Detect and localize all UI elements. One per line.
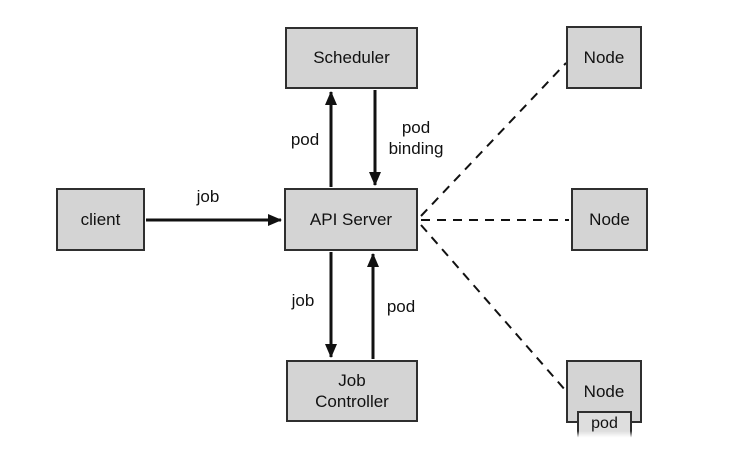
- scheduler-label: Scheduler: [313, 48, 390, 68]
- api-server-label: API Server: [309, 209, 393, 229]
- pod-box: pod: [577, 411, 632, 441]
- client-label: client: [80, 209, 121, 229]
- job-controller-box: Job Controller: [286, 360, 418, 422]
- edge-label-pod-binding-scheduler-to-api: pod binding: [388, 118, 444, 159]
- node-middle-box: Node: [571, 188, 648, 251]
- node-top-label: Node: [583, 47, 625, 67]
- node-top-box: Node: [566, 26, 642, 89]
- edge-label-pod-job-controller-to-api: pod: [386, 297, 416, 316]
- scheduler-box: Scheduler: [285, 27, 418, 89]
- pod-label: pod: [591, 415, 618, 432]
- dashed-line-api-server-to-node-top: [420, 62, 567, 217]
- edge-label-pod-api-to-scheduler: pod: [290, 130, 320, 149]
- client-box: client: [56, 188, 145, 251]
- edge-label-job-api-to-job-controller: job: [291, 291, 315, 310]
- edge-label-job-client-to-api: job: [196, 187, 220, 206]
- node-middle-label: Node: [589, 209, 630, 229]
- job-controller-label: Job Controller: [315, 370, 389, 411]
- dashed-line-api-server-to-node-bottom: [420, 224, 567, 392]
- node-bottom-label: Node: [583, 381, 625, 401]
- api-server-box: API Server: [284, 188, 418, 251]
